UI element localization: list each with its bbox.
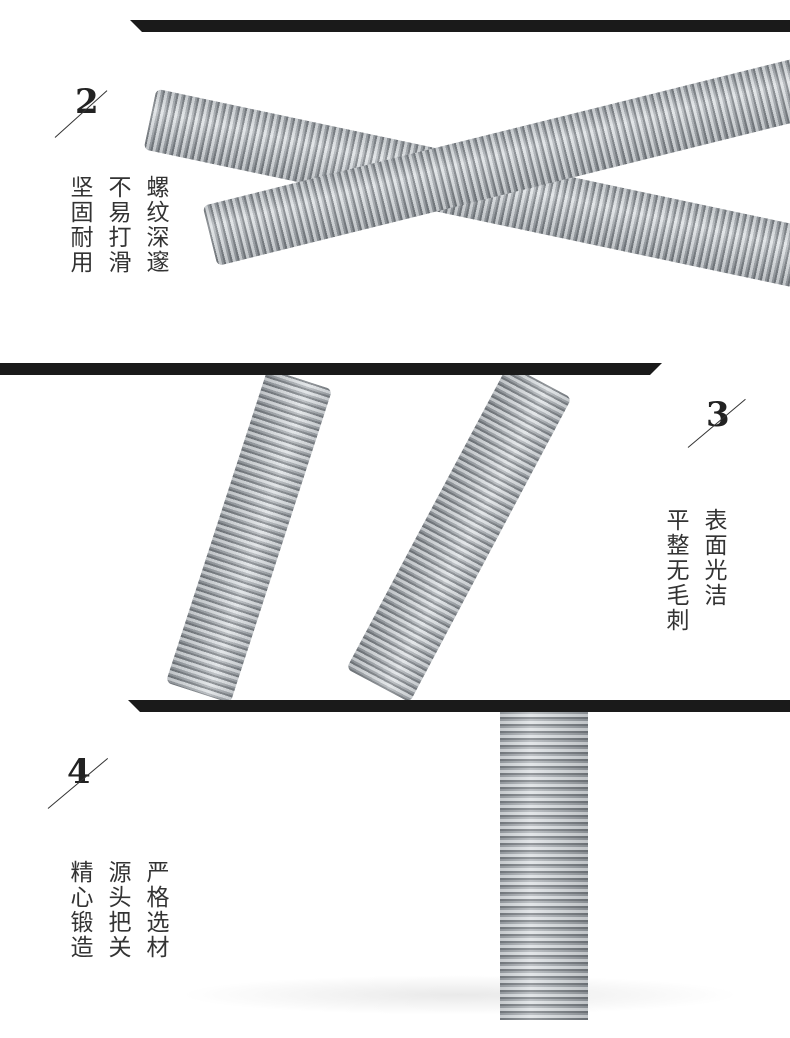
section-divider-bar: [128, 700, 790, 712]
feature-column: 严格选材: [142, 860, 168, 960]
threaded-rod-image: [500, 712, 588, 1020]
feature-column: 螺纹深邃: [142, 175, 168, 275]
feature-column: 精心锻造: [66, 860, 92, 960]
feature-column: 表面光洁: [700, 508, 726, 608]
feature-column: 坚固耐用: [66, 175, 92, 275]
feature-text: 表面光洁 平整无毛刺: [662, 508, 726, 633]
section-divider-bar: [0, 363, 662, 375]
feature-column: 平整无毛刺: [662, 508, 688, 633]
feature-text: 螺纹深邃 不易打滑 坚固耐用: [66, 175, 168, 275]
section-number: 4: [67, 752, 91, 792]
feature-column: 不易打滑: [104, 175, 130, 275]
feature-text: 严格选材 源头把关 精心锻造: [66, 860, 168, 960]
feature-column: 源头把关: [104, 860, 130, 960]
section-divider-bar: [130, 20, 790, 32]
product-shadow: [180, 975, 740, 1015]
